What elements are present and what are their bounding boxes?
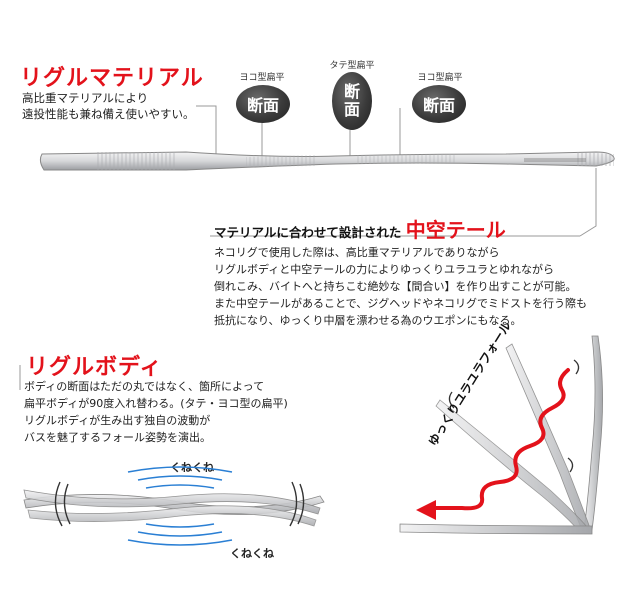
cross-section-label: ヨコ型扁平 (417, 73, 463, 83)
cross-section-oval: 断面 (236, 85, 290, 123)
body-line: バスを魅了するフォール姿勢を演出。 (24, 431, 211, 444)
body-line: リグルボディが生み出す独自の波動が (24, 414, 211, 427)
body-line: 扁平ボディが90度入れ替わる。(タテ・ヨコ型の扁平) (24, 397, 288, 410)
hollow-tail-line: また中空テールがあることで、ジグヘッドやネコリグでミドストを行う際も (214, 297, 588, 310)
kune-label-bottom: くねくね (230, 547, 274, 560)
cross-section-text: 断 (343, 82, 360, 101)
material-line: 高比重マテリアルにより (22, 91, 149, 105)
cross-section-oval: 断 面 (332, 72, 372, 130)
fall-illustration (399, 335, 603, 535)
material-line: 遠投性能も兼ね備え使いやすい。 (22, 107, 195, 121)
hollow-tail-title: マテリアルに合わせて設計された 中空テール (214, 214, 506, 243)
hollow-tail-title-emphasis: 中空テール (405, 218, 506, 242)
hollow-tail-line: リグルボディと中空テールの力によりゆっくりユラユラとゆれながら (214, 263, 555, 276)
hollow-tail-line: 倒れこみ、バイトへと持ちこむ絶妙な【間合い】を作り出すことが可能。 (214, 280, 577, 293)
hollow-tail-line: 抵抗になり、ゆっくり中層を漂わせる為のウエポンにもなる。 (214, 314, 522, 327)
body-description: ボディの断面はただの丸ではなく、箇所によって 扁平ボディが90度入れ替わる。(タ… (24, 378, 288, 446)
wiggle-illustration (23, 466, 325, 546)
material-title: リグルマテリアル (20, 66, 204, 91)
body-title: リグルボディ (26, 355, 163, 380)
hollow-tail-line: ネコリグで使用した際は、高比重マテリアルでありながら (214, 246, 500, 259)
cross-section-text: 面 (343, 100, 360, 119)
hollow-tail-title-prefix: マテリアルに合わせて設計された (214, 225, 402, 240)
cross-section-oval: 断面 (412, 85, 466, 123)
body-line: ボディの断面はただの丸ではなく、箇所によって (24, 380, 265, 393)
material-description: 高比重マテリアルにより 遠投性能も兼ね備え使いやすい。 (22, 90, 195, 122)
cross-section-label: ヨコ型扁平 (239, 73, 285, 83)
worm-illustration (39, 151, 615, 171)
cross-section-label: タテ型扁平 (329, 61, 375, 71)
hollow-tail-description: ネコリグで使用した際は、高比重マテリアルでありながら リグルボディと中空テールの… (214, 244, 587, 329)
